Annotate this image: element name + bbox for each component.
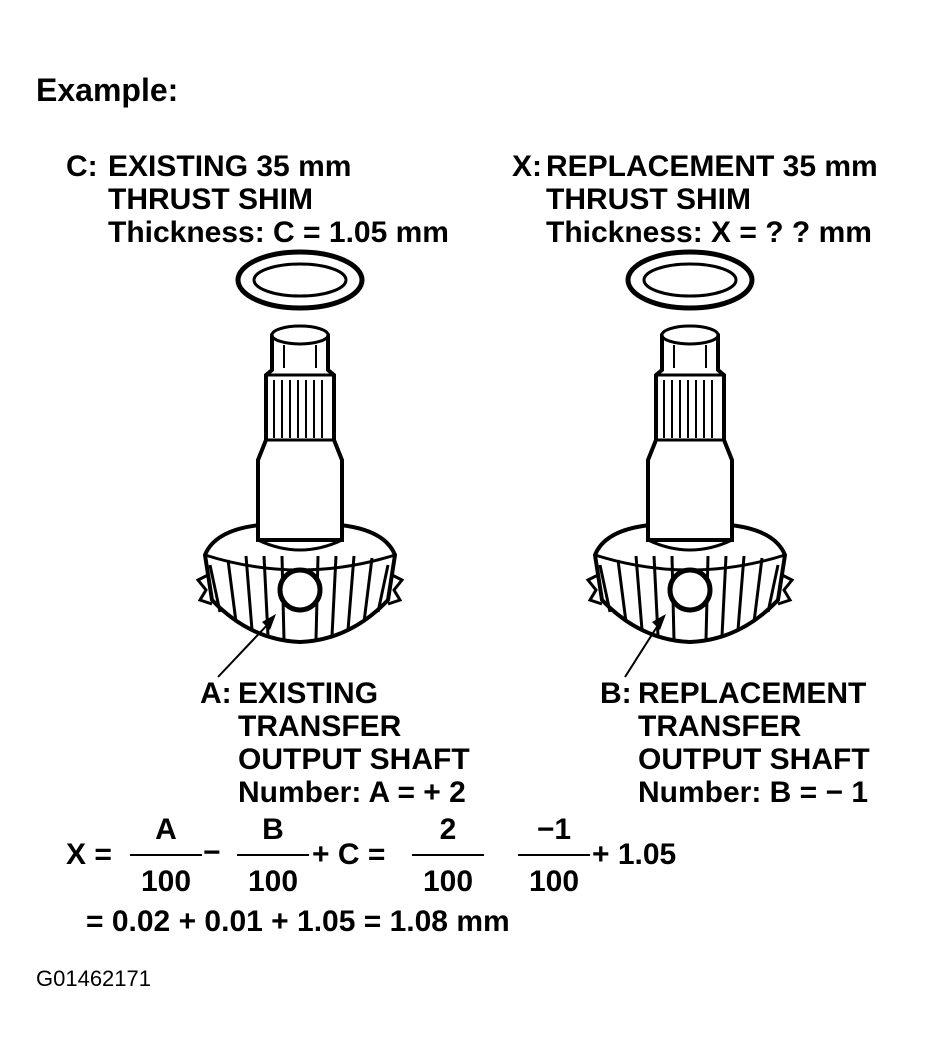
fraction-b-over-100: B 100 bbox=[237, 814, 309, 898]
fraction-denominator: 100 bbox=[247, 865, 299, 898]
formula-plus-c-equals: + C = bbox=[312, 838, 386, 871]
replacement-shim-thickness: Thickness: X = ? ? mm bbox=[546, 216, 872, 249]
replacement-shaft-number: Number: B = − 1 bbox=[638, 776, 869, 809]
fraction-numerator: B bbox=[262, 813, 284, 846]
fraction-denominator: 100 bbox=[140, 865, 192, 898]
fraction-2-over-100: 2 100 bbox=[412, 814, 484, 898]
formula-lhs: X = bbox=[66, 838, 112, 871]
leader-arrow-a bbox=[217, 614, 276, 678]
fraction-denominator: 100 bbox=[422, 865, 474, 898]
leader-arrow-b bbox=[624, 614, 666, 678]
replacement-shaft-line3: OUTPUT SHAFT bbox=[638, 743, 870, 776]
label-letter-c: C: bbox=[66, 150, 98, 183]
fraction-denominator: 100 bbox=[528, 865, 580, 898]
fraction-bar bbox=[412, 854, 484, 856]
existing-assembly bbox=[198, 252, 402, 678]
fraction-bar bbox=[518, 854, 590, 856]
replacement-shim-line2: THRUST SHIM bbox=[546, 183, 751, 216]
label-letter-x: X: bbox=[512, 150, 542, 183]
label-letter-a: A: bbox=[200, 677, 232, 710]
existing-shim-line2: THRUST SHIM bbox=[108, 183, 313, 216]
formula-operator-minus: − bbox=[203, 836, 221, 869]
fraction-bar bbox=[237, 854, 309, 856]
replacement-shaft-line2: TRANSFER bbox=[638, 710, 802, 743]
label-letter-b: B: bbox=[600, 677, 632, 710]
existing-shaft-line2: TRANSFER bbox=[238, 710, 402, 743]
existing-shim-thickness: Thickness: C = 1.05 mm bbox=[108, 216, 449, 249]
existing-shaft-number: Number: A = + 2 bbox=[238, 776, 466, 809]
existing-shim-line1: EXISTING 35 mm bbox=[108, 150, 352, 183]
fraction-minus1-over-100: −1 100 bbox=[518, 814, 590, 898]
figure-id: G01462171 bbox=[36, 966, 151, 991]
replacement-shim-line1: REPLACEMENT 35 mm bbox=[546, 150, 878, 183]
page-title: Example: bbox=[36, 72, 179, 108]
existing-shaft-line3: OUTPUT SHAFT bbox=[238, 743, 470, 776]
formula-result: = 0.02 + 0.01 + 1.05 = 1.08 mm bbox=[86, 905, 510, 938]
existing-shaft-line1: EXISTING bbox=[238, 677, 379, 710]
fraction-numerator: 2 bbox=[439, 813, 457, 846]
fraction-bar bbox=[130, 854, 202, 856]
fraction-numerator: A bbox=[155, 813, 177, 846]
fraction-numerator: −1 bbox=[536, 813, 572, 846]
fraction-a-over-100: A 100 bbox=[130, 814, 202, 898]
replacement-assembly bbox=[588, 252, 792, 678]
replacement-shaft-line1: REPLACEMENT bbox=[638, 677, 867, 710]
formula-plus-constant: + 1.05 bbox=[592, 838, 677, 871]
